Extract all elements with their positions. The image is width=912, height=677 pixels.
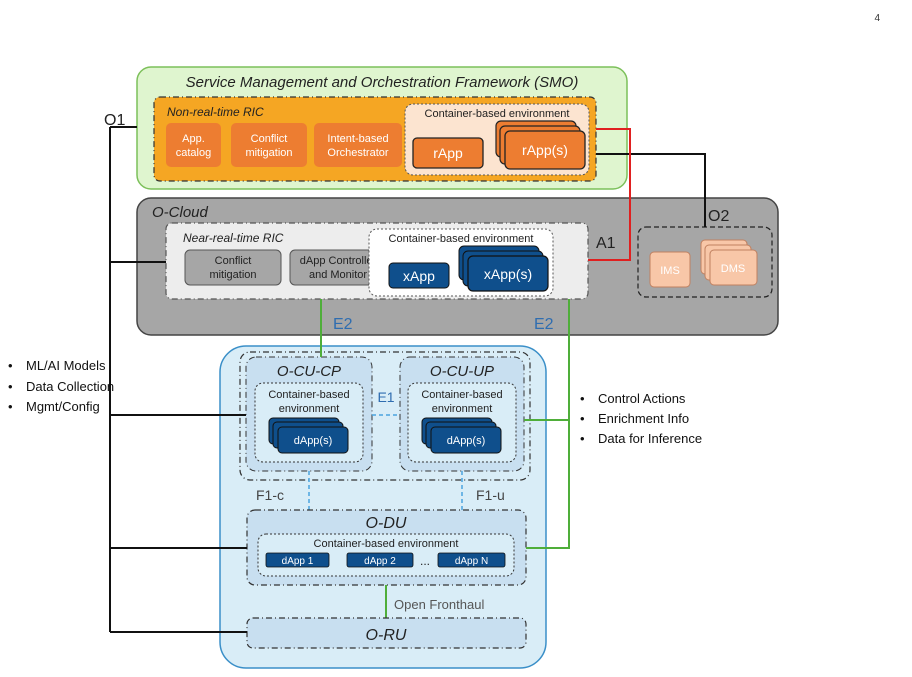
xapps-box (467, 255, 549, 292)
e1-label: E1 (377, 389, 394, 405)
right-item-1: Control Actions (598, 391, 686, 406)
dms-label: DMS (721, 263, 745, 275)
intent-orchestrator-box (314, 123, 402, 167)
smo-title: Service Management and Orchestration Fra… (186, 74, 579, 91)
f1u-label: F1-u (476, 487, 505, 503)
o-cloud-title: O-Cloud (152, 204, 209, 221)
near-rt-ric-title: Near-real-time RIC (183, 231, 284, 245)
left-bullet-list: • ML/AI Models • Data Collection • Mgmt/… (8, 358, 114, 414)
right-item-3: Data for Inference (598, 431, 702, 446)
rapp-box (412, 137, 484, 169)
page-number: 4 (874, 13, 880, 24)
du-title: O-DU (366, 515, 407, 532)
cu-cp-dapps-label: dApp(s) (294, 435, 333, 447)
conflict-mitigation-smo-box (231, 123, 307, 167)
ric-container-env-label: Container-based environment (389, 233, 534, 245)
cu-up-dapps-box (430, 426, 502, 454)
o2-link (596, 153, 706, 227)
left-bullet-2: • (8, 379, 13, 394)
cu-outer-box (239, 351, 531, 481)
cu-cp-title: O-CU-CP (277, 363, 341, 380)
o2-label: O2 (708, 208, 729, 225)
app-catalog-box (166, 123, 221, 167)
left-item-3: Mgmt/Config (26, 399, 100, 414)
o1-label: O1 (104, 112, 125, 129)
left-item-2: Data Collection (26, 379, 114, 394)
du-dapp1-box (265, 552, 330, 568)
du-container-env-label: Container-based environment (314, 538, 459, 550)
a1-link (588, 128, 631, 261)
smo-container-env-label: Container-based environment (425, 108, 570, 120)
right-bullet-list: • Control Actions • Enrichment Info • Da… (580, 391, 702, 446)
xapps-label: xApp(s) (484, 266, 532, 282)
a1-label: A1 (596, 235, 616, 252)
du-dapp1-label: dApp 1 (282, 556, 314, 567)
du-dapp2-label: dApp 2 (364, 556, 396, 567)
right-bullet-1: • (580, 391, 585, 406)
xapp-label: xApp (403, 268, 435, 284)
cu-up-title: O-CU-UP (430, 363, 494, 380)
e2-right-label: E2 (534, 316, 554, 333)
rapp-label: rApp (433, 145, 463, 161)
du-ellipsis: ... (420, 554, 430, 568)
app-catalog-label: App.catalog (176, 133, 211, 159)
xapp-box (388, 262, 450, 289)
left-item-1: ML/AI Models (26, 358, 106, 373)
rapps-label: rApp(s) (522, 142, 568, 158)
right-bullet-2: • (580, 411, 585, 426)
right-bullet-3: • (580, 431, 585, 446)
du-dapp2-box (346, 552, 414, 568)
ims-box (649, 251, 691, 288)
e2-right-link (526, 299, 570, 549)
dms-box (709, 249, 758, 286)
e2-left-label: E2 (333, 316, 353, 333)
conflict-mitigation-ric-box (184, 249, 282, 286)
ru-title: O-RU (366, 627, 407, 644)
cu-cp-dapps-box (277, 426, 349, 454)
rapps-box (504, 130, 586, 170)
f1c-label: F1-c (256, 487, 284, 503)
cu-up-dapps-label: dApp(s) (447, 435, 486, 447)
open-fronthaul-label: Open Fronthaul (394, 597, 484, 612)
left-bullet-1: • (8, 358, 13, 373)
left-bullet-3: • (8, 399, 13, 414)
non-rt-ric-title: Non-real-time RIC (167, 105, 264, 119)
ims-label: IMS (660, 265, 680, 277)
du-dappn-box (437, 552, 506, 568)
du-dappn-label: dApp N (455, 556, 488, 567)
right-item-2: Enrichment Info (598, 411, 689, 426)
